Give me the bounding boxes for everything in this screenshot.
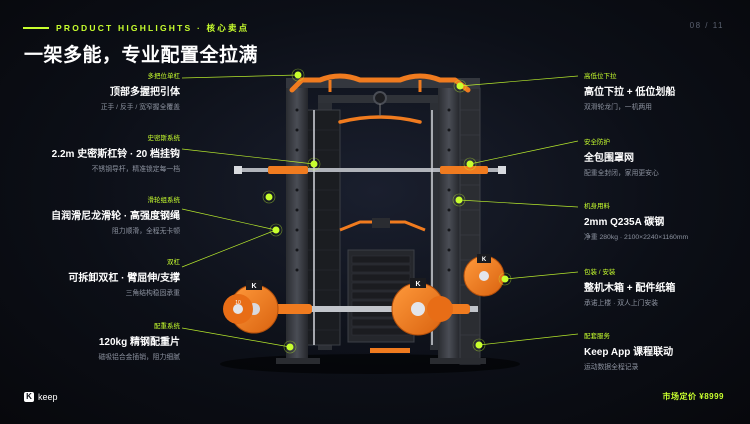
section-label: PRODUCT HIGHLIGHTS · 核心卖点: [56, 23, 250, 33]
callout-tag: 配套服务: [584, 333, 610, 340]
plate-small-label: 10: [235, 300, 241, 306]
callout-subtitle: 三角结构稳固承重: [125, 290, 180, 297]
callout-safety-guard: 安全防护 全包围罩网 配重全封闭，家用更安心: [584, 136, 659, 177]
callout-pulley-system: 滑轮组系统 自润滑尼龙滑轮 · 高强度钢绳 阻力顺滑，全程无卡顿: [51, 194, 180, 235]
keep-logo-icon: K: [24, 392, 34, 402]
callout-title: 2mm Q235A 碳钢: [584, 217, 665, 228]
callout-title: 顶部多握把引体: [110, 87, 180, 98]
callout-tag: 双杠: [167, 259, 180, 266]
callout-title: 整机木箱 + 配件纸箱: [584, 283, 676, 294]
callout-app-service: 配套服务 Keep App 课程联动 运动数据全程记录: [584, 330, 673, 371]
plate-left-label: K: [251, 283, 256, 290]
brand-name: keep: [38, 392, 58, 402]
callout-dip-bars: 双杠 可拆卸双杠 · 臂屈伸/支撑 三角结构稳固承重: [68, 256, 180, 297]
callout-subtitle: 承诺上楼 · 双人上门安装: [584, 300, 659, 307]
callout-title: 120kg 精钢配重片: [98, 337, 180, 348]
callout-title: 2.2m 史密斯杠铃 · 20 档挂钩: [51, 149, 180, 160]
callout-subtitle: 净重 280kg · 2100×2240×1160mm: [584, 234, 689, 241]
callout-title: 自润滑尼龙滑轮 · 高强度钢绳: [51, 211, 180, 222]
plate-right-label: K: [482, 257, 487, 263]
callout-tag: 高低位下拉: [584, 73, 617, 80]
page-title: 一架多能，专业配置全拉满: [24, 45, 259, 66]
callout-tag: 多把位单杠: [147, 73, 181, 80]
callout-subtitle: 运动数据全程记录: [584, 364, 639, 371]
plate-center-label: K: [415, 281, 420, 288]
callout-tag: 包装 / 安装: [584, 269, 616, 276]
callout-frame-material: 机身用料 2mm Q235A 碳钢 净重 280kg · 2100×2240×1…: [584, 200, 688, 241]
callout-subtitle: 磁吸铝合金插销，阻力细腻: [98, 354, 180, 361]
callout-subtitle: 双滑轮龙门，一机两用: [584, 104, 652, 111]
callout-smith-machine: 史密斯系统 2.2m 史密斯杠铃 · 20 档挂钩 不锈钢导杆，精准锁定每一档: [52, 132, 180, 173]
callout-title: 全包围罩网: [584, 153, 634, 164]
callout-title: 高位下拉 + 低位划船: [584, 87, 676, 98]
callout-packaging: 包装 / 安装 整机木箱 + 配件纸箱 承诺上楼 · 双人上门安装: [584, 266, 675, 307]
callout-subtitle: 配重全封闭，家用更安心: [584, 170, 659, 177]
page-number: 08 / 11: [689, 21, 724, 30]
callout-title: Keep App 课程联动: [584, 347, 674, 358]
callout-tag: 史密斯系统: [147, 135, 181, 142]
callout-tag: 安全防护: [584, 139, 610, 146]
callout-subtitle: 阻力顺滑，全程无卡顿: [112, 228, 180, 235]
callout-tag: 滑轮组系统: [147, 197, 181, 204]
callout-tag: 配重系统: [154, 323, 180, 330]
callout-pullup-bar: 多把位单杠 顶部多握把引体 正手 / 反手 / 宽窄握全覆盖: [101, 70, 180, 111]
callout-subtitle: 不锈钢导杆，精准锁定每一档: [91, 166, 180, 173]
callout-subtitle: 正手 / 反手 / 宽窄握全覆盖: [100, 104, 180, 111]
callout-lat-pulldown: 高低位下拉 高位下拉 + 低位划船 双滑轮龙门，一机两用: [584, 70, 675, 111]
callout-tag: 机身用料: [584, 203, 610, 210]
brand-logo: K keep: [24, 392, 58, 402]
callout-title: 可拆卸双杠 · 臂屈伸/支撑: [68, 273, 180, 284]
header-accent-bar: [23, 27, 49, 29]
market-price: 市场定价 ¥8999: [662, 392, 724, 401]
callout-weight-stack: 配重系统 120kg 精钢配重片 磁吸铝合金插销，阻力细腻: [98, 320, 180, 361]
